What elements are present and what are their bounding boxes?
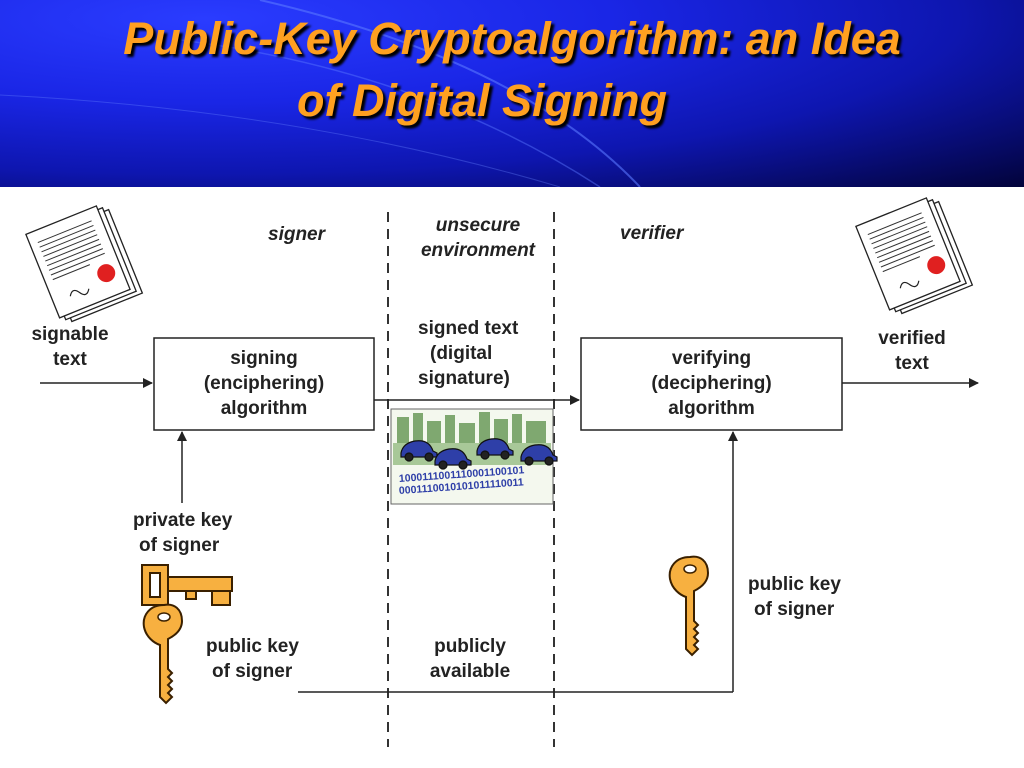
verifying-algorithm-label: verifying (deciphering) algorithm [581,346,842,421]
title-banner: Public-Key Cryptoalgorithm: an Idea of D… [0,0,1024,187]
verified-text-label: verified text [862,326,962,376]
signed-text-line-1: signed text [418,318,519,339]
signable-text-line-1: signable [31,324,109,345]
zone-label-unsecure: unsecure environment [410,213,546,263]
document-stack-right-icon [855,197,974,315]
public-key-left-icon [142,603,184,705]
private-key-line-2: of signer [139,535,220,556]
private-key-icon [141,564,233,606]
banner-sweep-decoration [0,0,641,187]
zone-label-unsecure-line-1: unsecure [435,215,521,236]
verified-text-line-1: verified [878,328,946,349]
car-icons [400,438,558,470]
diagram-lines: 1000111001110001100101 00011100101010111… [25,197,979,747]
private-key-line-1: private key [133,510,233,531]
verifying-algorithm-box [580,337,843,431]
verifying-line-2: (deciphering) [651,373,772,394]
publicly-available-label: publicly available [414,634,526,684]
signed-text-label: signed text (digital signature) [418,316,518,391]
verifying-line-3: algorithm [668,398,755,419]
zone-label-unsecure-line-2: environment [420,240,536,261]
zone-label-signer: signer [268,224,326,245]
public-key-left-line-2: of signer [212,661,293,682]
public-key-left-line-1: public key [206,636,299,657]
signed-text-line-3: signature) [418,368,510,389]
zone-label-verifier: verifier [620,223,684,244]
signing-line-1: signing [230,348,298,369]
signing-diagram: 1000111001110001100101 00011100101010111… [0,187,1024,768]
verified-text-line-2: text [895,353,929,374]
publicly-line-1: publicly [434,636,506,657]
signing-line-2: (enciphering) [203,373,325,394]
public-key-right-line-2: of signer [754,599,835,620]
private-key-label: private key of signer [133,508,232,558]
public-key-right-label: public key of signer [748,572,841,622]
signable-text-label: signable text [20,322,120,372]
title-line-1: Public-Key Cryptoalgorithm: an Idea [123,13,901,64]
public-key-left-label: public key of signer [206,634,299,684]
verifying-line-1: verifying [671,348,752,369]
signing-algorithm-label: signing (enciphering) algorithm [154,346,374,421]
signed-text-line-2: (digital [430,343,493,364]
publicly-line-2: available [429,661,511,682]
signing-algorithm-box [153,337,375,431]
signable-text-line-2: text [53,349,87,370]
title-line-2: of Digital Signing [297,75,667,126]
public-key-right-icon [668,555,710,657]
document-stack-left-icon [25,205,144,323]
page-title: Public-Key Cryptoalgorithm: an Idea of D… [0,8,1024,132]
signed-message-image: 1000111001110001100101 00011100101010111… [390,408,558,505]
signing-line-3: algorithm [220,398,308,419]
public-key-right-line-1: public key [748,574,841,595]
